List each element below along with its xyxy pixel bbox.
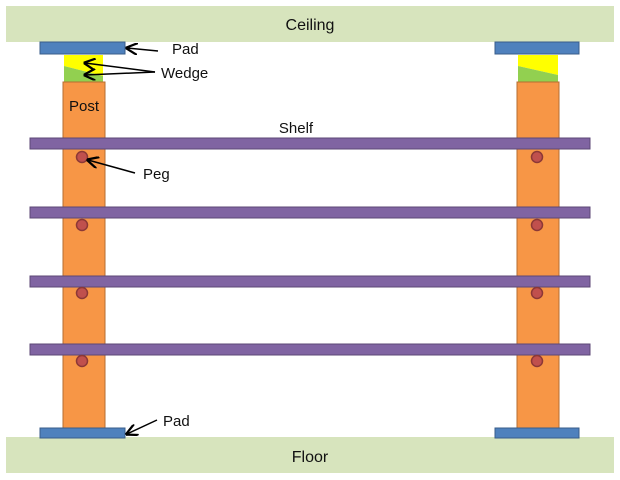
top-pad-right bbox=[494, 41, 580, 55]
post-label: Post bbox=[69, 98, 100, 115]
pad-bottom-label: Pad bbox=[163, 413, 190, 430]
peg-label: Peg bbox=[143, 166, 170, 183]
peg-left-3 bbox=[75, 286, 89, 300]
peg-left-1 bbox=[75, 150, 89, 164]
peg-right-3 bbox=[530, 286, 544, 300]
shelf-1 bbox=[29, 137, 591, 150]
wedge-bottom-right bbox=[518, 66, 558, 82]
shelf-3 bbox=[29, 275, 591, 288]
wedge-arrow-top bbox=[85, 63, 156, 73]
pad-bottom-arrow bbox=[127, 419, 158, 434]
ceiling-label: Ceiling bbox=[286, 17, 335, 34]
shelf-2 bbox=[29, 206, 591, 219]
peg-right-4 bbox=[530, 354, 544, 368]
peg-arrow bbox=[88, 160, 136, 174]
post-left bbox=[62, 81, 106, 438]
top-pad-left bbox=[39, 41, 126, 55]
peg-left-2 bbox=[75, 218, 89, 232]
post-right bbox=[516, 81, 560, 438]
floor-label: Floor bbox=[292, 449, 329, 466]
peg-right-2 bbox=[530, 218, 544, 232]
peg-left-4 bbox=[75, 354, 89, 368]
ceiling bbox=[6, 6, 614, 42]
bottom-pad-left bbox=[39, 427, 126, 439]
shelf-4 bbox=[29, 343, 591, 356]
floor bbox=[6, 437, 614, 473]
pad-top-label: Pad bbox=[172, 41, 199, 58]
wedge-label: Wedge bbox=[161, 65, 208, 82]
peg-right-1 bbox=[530, 150, 544, 164]
bottom-pad-right bbox=[494, 427, 580, 439]
wedge-arrow-bottom bbox=[85, 72, 156, 75]
wedge-top-right bbox=[518, 55, 558, 75]
shelf-label: Shelf bbox=[279, 120, 314, 137]
pad-top-arrow bbox=[127, 48, 159, 51]
